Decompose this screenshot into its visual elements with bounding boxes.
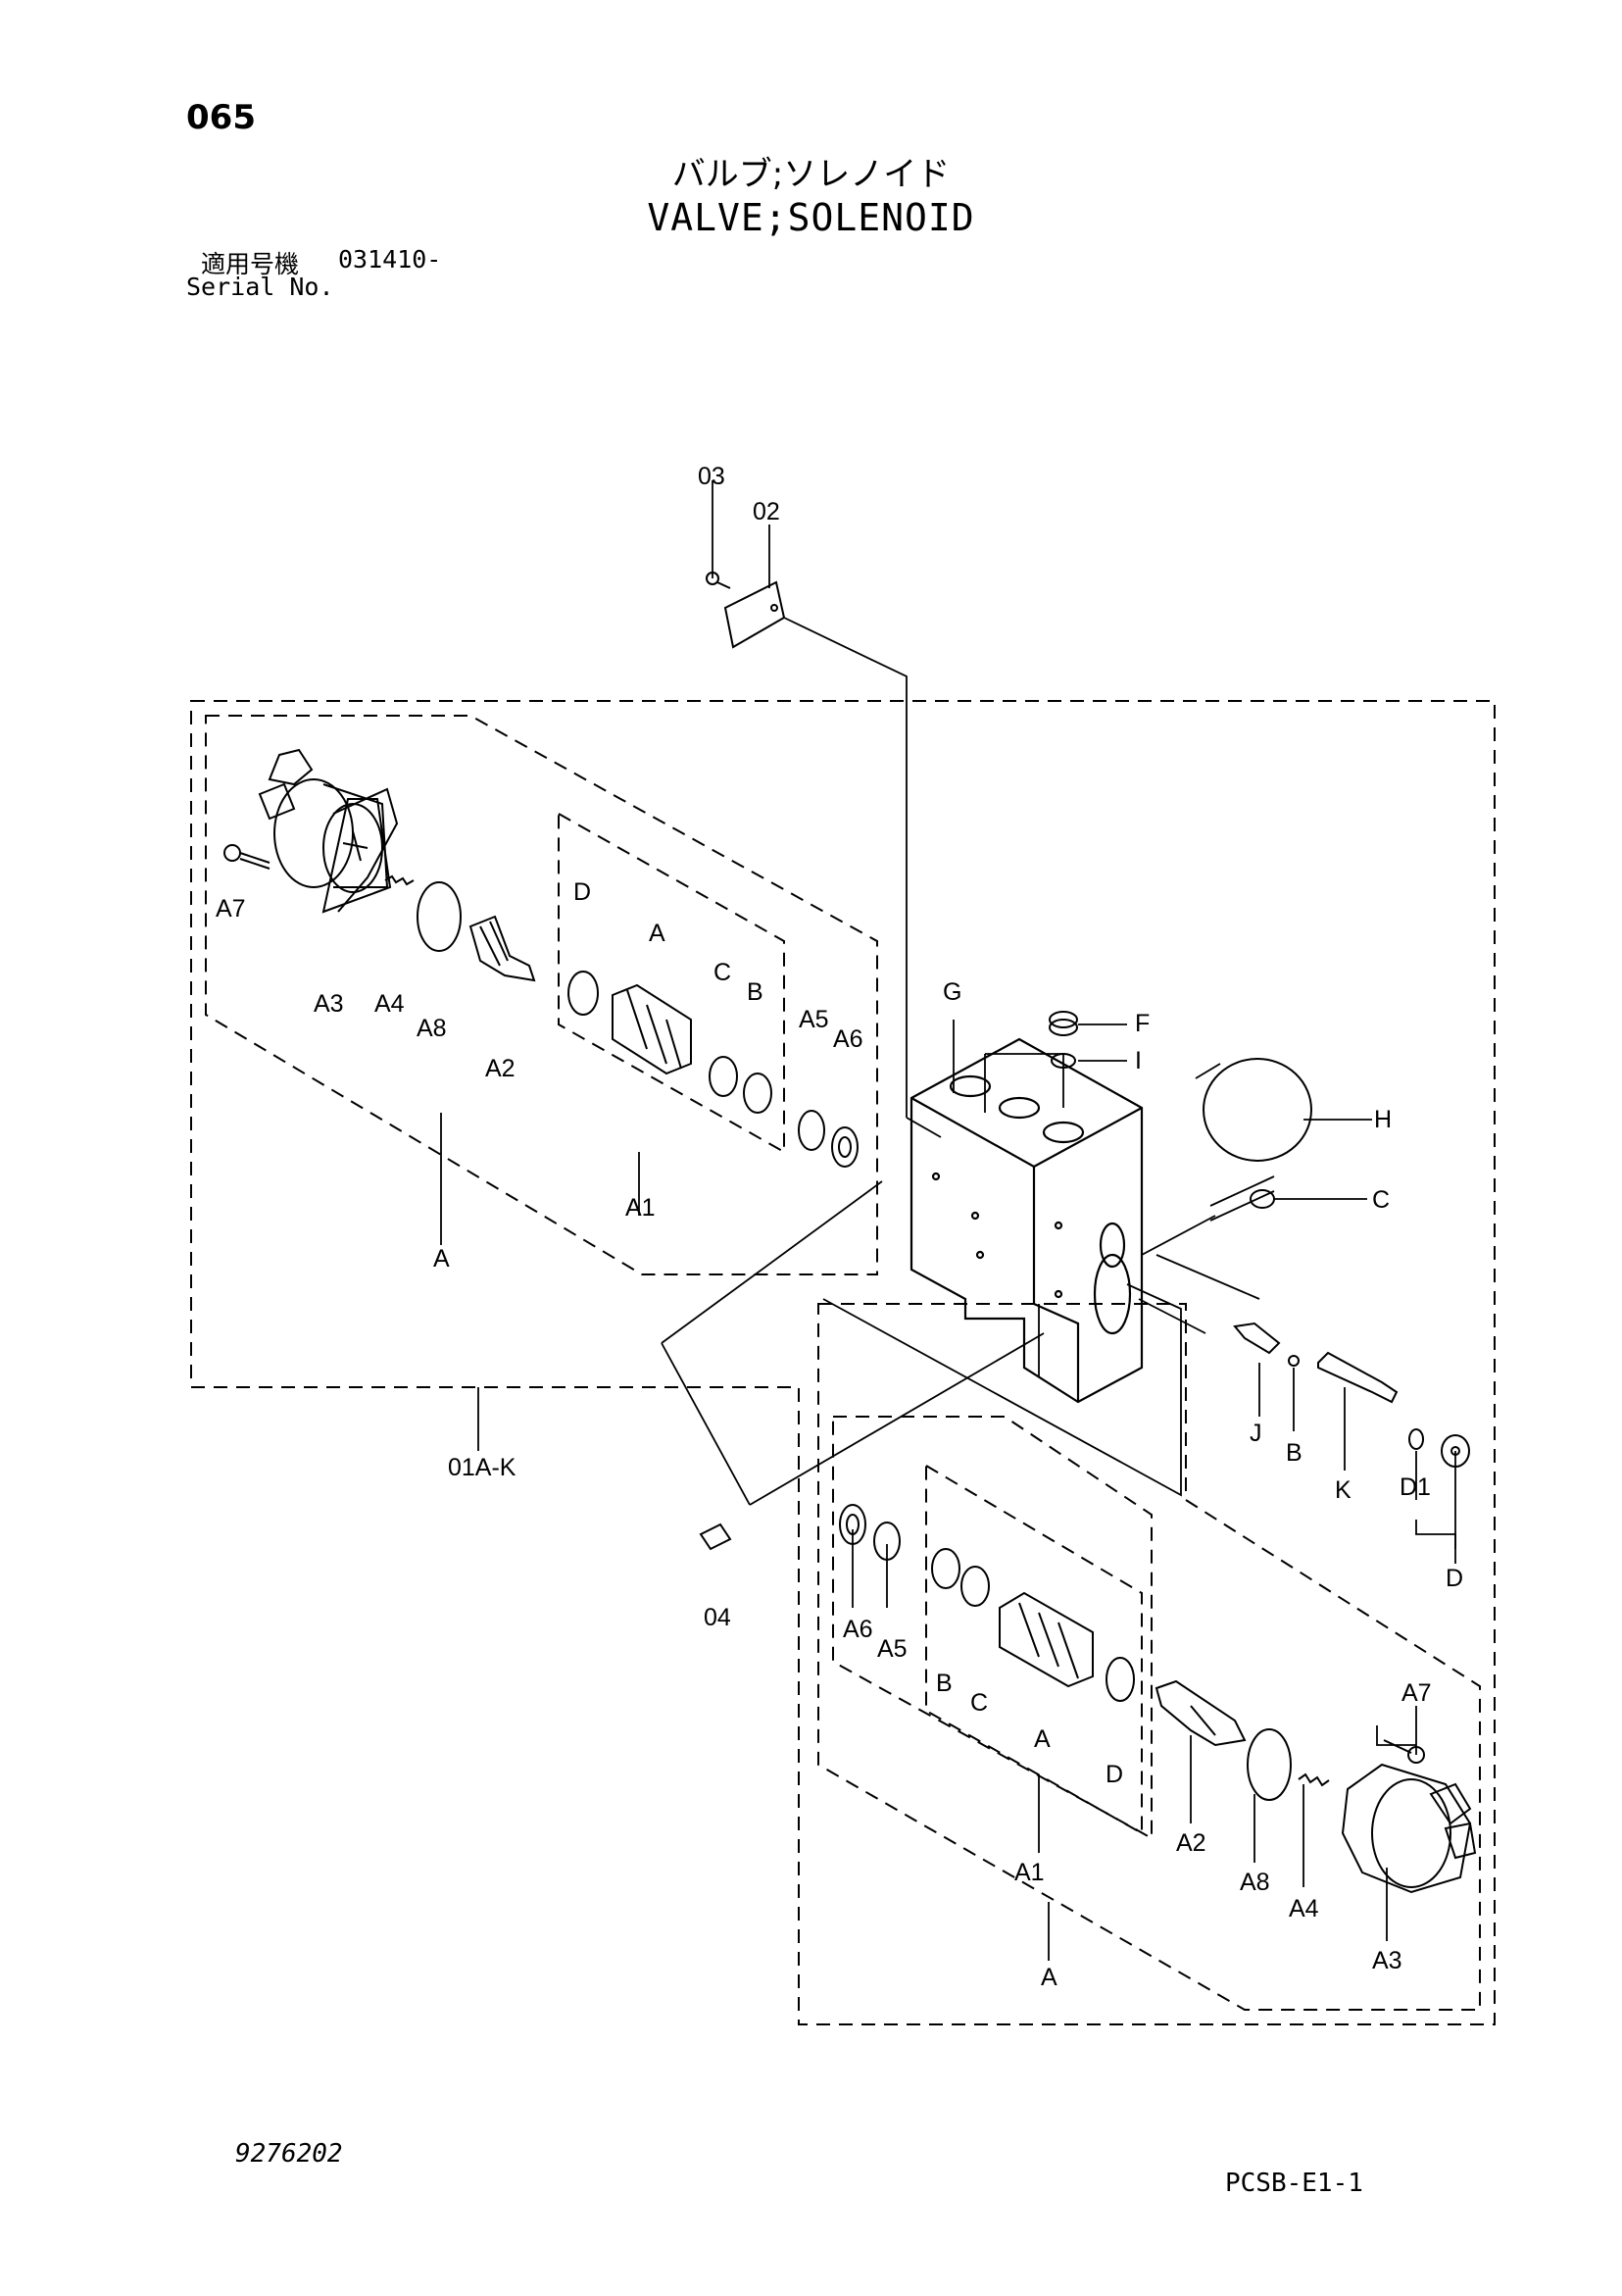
oring-i [1051,1053,1076,1069]
callout-i: I [1135,1047,1142,1074]
callout-a8-right: A8 [1240,1869,1270,1896]
cartridge-a-right [999,1591,1094,1688]
callout-02: 02 [753,498,780,525]
oring-c-right [1250,1189,1275,1209]
callout-a-group-left: A [433,1245,450,1273]
outline-cartridge-a1-right [832,1416,1153,1840]
callout-a-group-right: A [1041,1964,1057,1991]
callout-a6-left: A6 [833,1025,863,1053]
oring-c-lower [960,1566,990,1607]
callout-04: 04 [704,1604,731,1631]
oring-d-right [1106,1657,1135,1702]
callout-a2-left: A2 [485,1055,516,1082]
outline-group-a-left [205,715,878,1275]
sleeve-j [1233,1322,1281,1355]
cartridge-a-left [612,983,692,1075]
oring-d-left [567,971,599,1016]
title-japanese: バルブ;ソレノイド [671,155,951,194]
callout-a6-right: A6 [843,1616,873,1643]
solenoid-a3-left [258,748,399,914]
piston-k [1317,1351,1399,1404]
callout-a2-right: A2 [1176,1829,1206,1857]
plate-02 [723,580,786,649]
callout-a3-right: A3 [1372,1947,1402,1974]
callout-d1: D1 [1400,1473,1431,1501]
plug-f [1049,1011,1078,1036]
solenoid-a3-right [1341,1763,1477,1894]
oring-c-left [709,1056,738,1097]
callout-a1-left: A1 [625,1194,656,1222]
callout-b-mid: B [1286,1439,1303,1467]
ring-a5-left [798,1110,825,1151]
serial-value: 031410- [338,245,442,274]
callout-a-spool-left: A [649,920,665,947]
callout-g: G [943,978,961,1006]
callout-b-left: B [747,978,763,1006]
oring-b-left [743,1073,772,1114]
screw-03 [706,572,731,589]
callout-j: J [1250,1420,1262,1447]
ball-b-mid [1288,1355,1300,1367]
callout-01a-k: 01A-K [448,1454,516,1481]
callout-a-spool-right: A [1034,1725,1051,1753]
serial-label-japanese: 適用号機 [201,250,300,278]
callout-a3-left: A3 [314,990,344,1018]
oring-h [1203,1058,1312,1162]
callout-labels: 03 02 A7 A3 A4 A8 A2 D A C B A5 A6 A1 A … [216,463,1463,1991]
leader-lines [440,480,1456,1961]
ring-a5-right [873,1522,901,1561]
outline-cartridge-a1-left [558,812,785,1154]
spring-a4-left [384,874,415,886]
callout-c-left: C [713,959,731,986]
callout-a7-right: A7 [1401,1679,1432,1707]
callout-a1-right: A1 [1014,1859,1045,1886]
valve-body [909,1037,1144,1404]
callout-c-right: C [1372,1186,1390,1214]
callout-b-right: B [936,1670,953,1697]
callout-d-right: D [1106,1761,1123,1788]
callout-a4-right: A4 [1289,1895,1319,1922]
oring-b-right [931,1548,960,1589]
callout-a4-left: A4 [374,990,405,1018]
spring-a4-right [1298,1772,1330,1787]
callout-d-mid: D [1446,1565,1463,1592]
serial-label-english: Serial No. [186,273,334,301]
oring-a8-left [417,881,462,952]
title-english: VALVE;SOLENOID [647,196,975,239]
bolt-a7-left [223,844,270,870]
callout-03: 03 [698,463,725,490]
drawing-number: 9276202 [235,2139,343,2169]
plug-d [1441,1434,1470,1468]
assembly-boundaries [190,700,1496,2025]
backup-a6-right [839,1504,866,1545]
backup-a6-left [831,1126,859,1168]
page-number: 065 [186,98,256,137]
callout-a7-left: A7 [216,895,246,923]
callout-a5-left: A5 [799,1006,829,1033]
outline-cartridge-inner-right [925,1464,1143,1835]
oring-d1 [1408,1428,1424,1450]
pin-04 [699,1522,732,1551]
outline-01a-k [190,700,1496,2025]
callout-a5-right: A5 [877,1635,908,1663]
outline-group-a-right [817,1303,1481,2011]
callout-d-left: D [573,878,591,906]
callout-c-lower: C [970,1689,988,1717]
callout-k: K [1335,1476,1352,1504]
spool-a2-left [468,915,536,982]
callout-h: H [1374,1106,1392,1133]
callout-f: F [1135,1010,1150,1037]
spool-a2-right [1155,1679,1247,1747]
oring-a8-right [1247,1728,1292,1801]
callout-a8-left: A8 [417,1015,447,1042]
bolt-a7-right [1383,1739,1425,1764]
reference-code: PCSB-E1-1 [1225,2169,1363,2198]
